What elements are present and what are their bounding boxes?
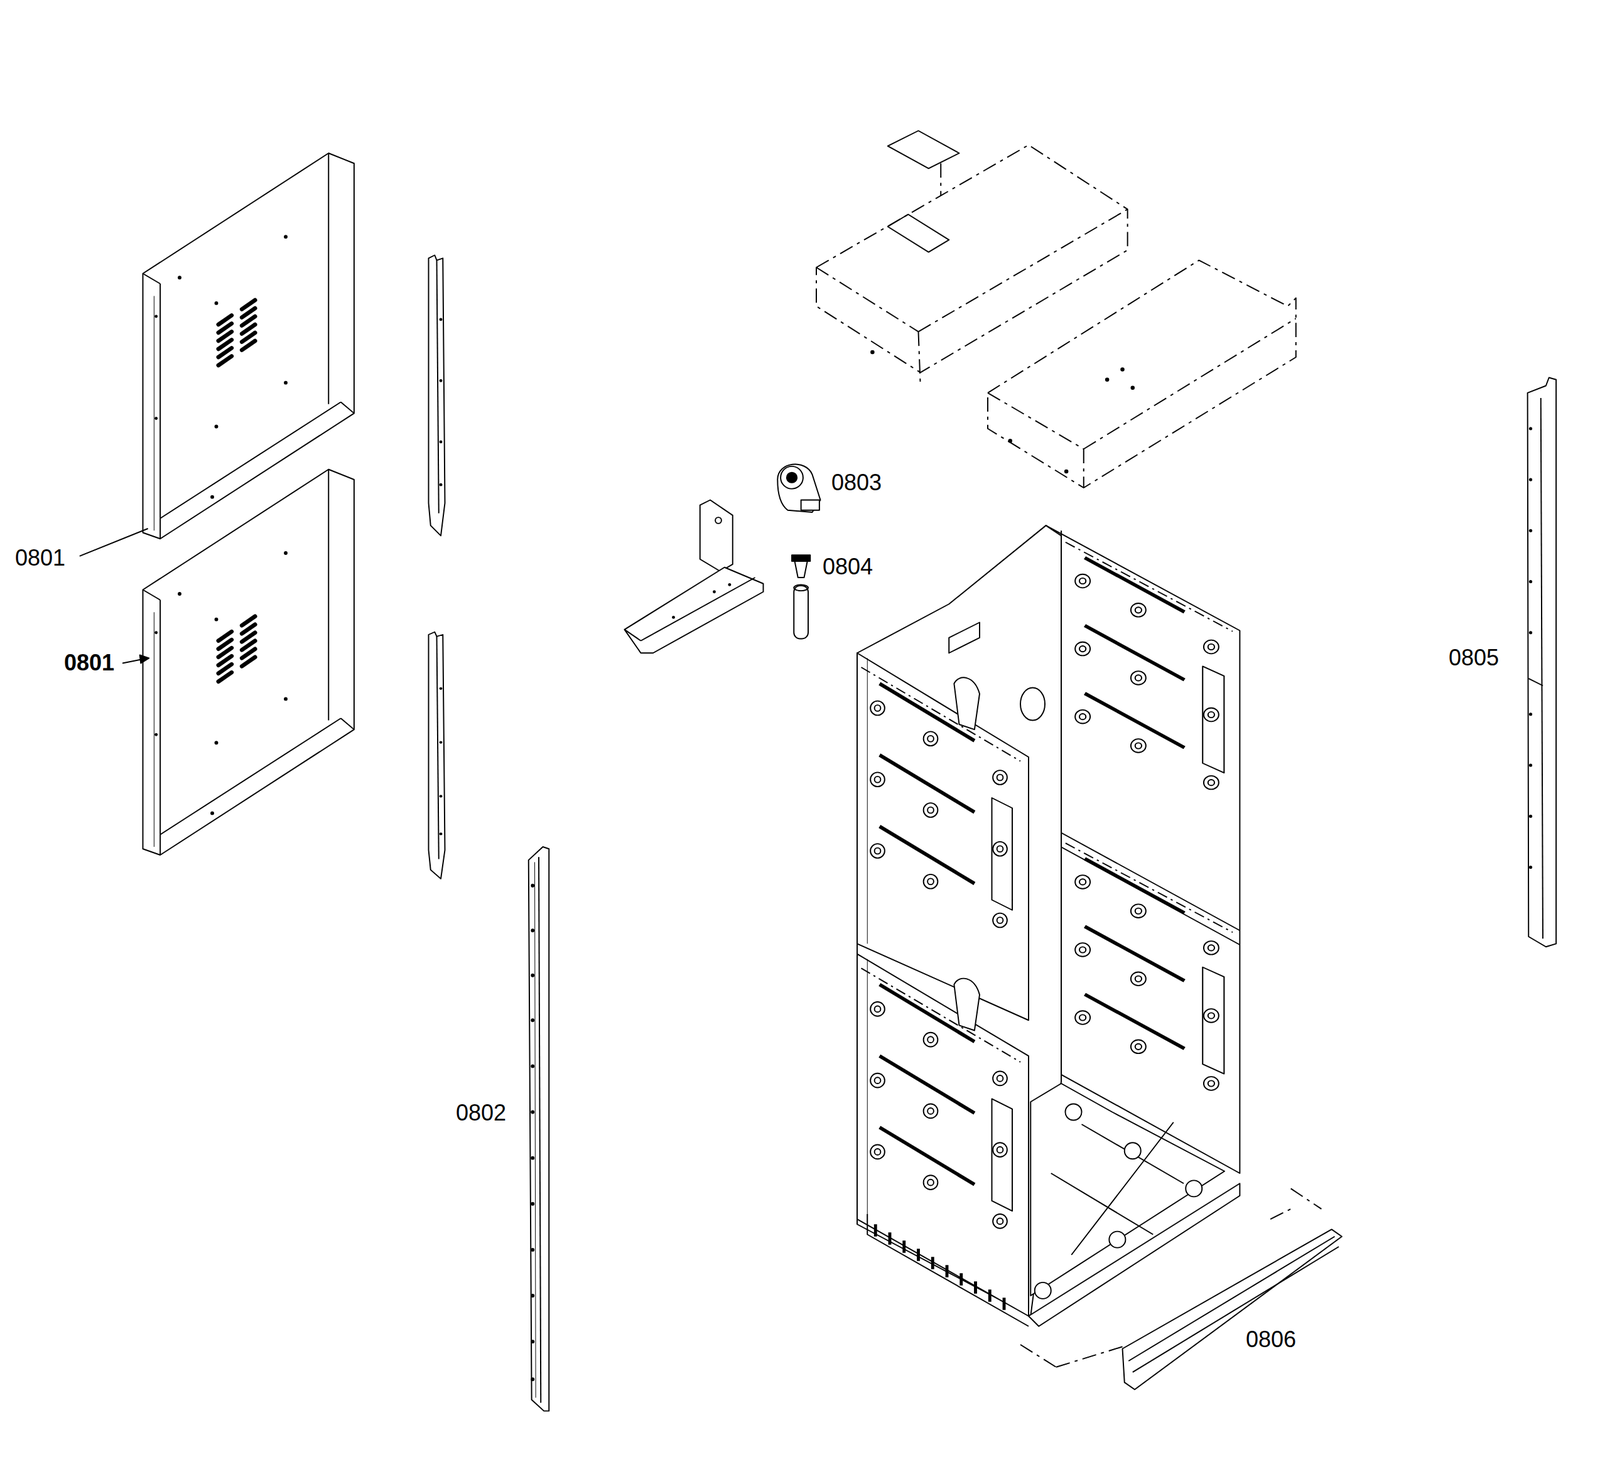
panel-pattern — [861, 968, 1022, 1229]
fan-motor — [777, 464, 821, 513]
arrowhead — [140, 655, 150, 664]
side-trim-strip — [1527, 378, 1557, 948]
callout-number: 0804 — [822, 555, 873, 579]
trim-strip — [428, 255, 446, 537]
mounting-bracket — [624, 500, 764, 654]
trim-strip — [428, 632, 446, 880]
callout-number: 0806 — [1245, 1328, 1297, 1352]
sensor — [791, 555, 811, 639]
callout-number: 0801 — [64, 651, 115, 675]
panel-pattern — [861, 667, 1022, 928]
top-housing — [816, 130, 1297, 488]
oven-cabinet — [857, 525, 1240, 1327]
callout-number: 0801 — [15, 546, 66, 570]
side-panel — [143, 469, 355, 856]
callout-number: 0805 — [1448, 646, 1499, 670]
front-trim-strip — [528, 847, 550, 1412]
callout-number: 0802 — [455, 1102, 507, 1125]
housing-holes — [870, 350, 1135, 475]
callout-number: 0803 — [831, 471, 882, 495]
leader-line — [79, 528, 149, 557]
panel-pattern — [1065, 843, 1233, 1091]
panel-pattern — [1065, 542, 1233, 790]
bottom-rail — [1020, 1188, 1342, 1390]
